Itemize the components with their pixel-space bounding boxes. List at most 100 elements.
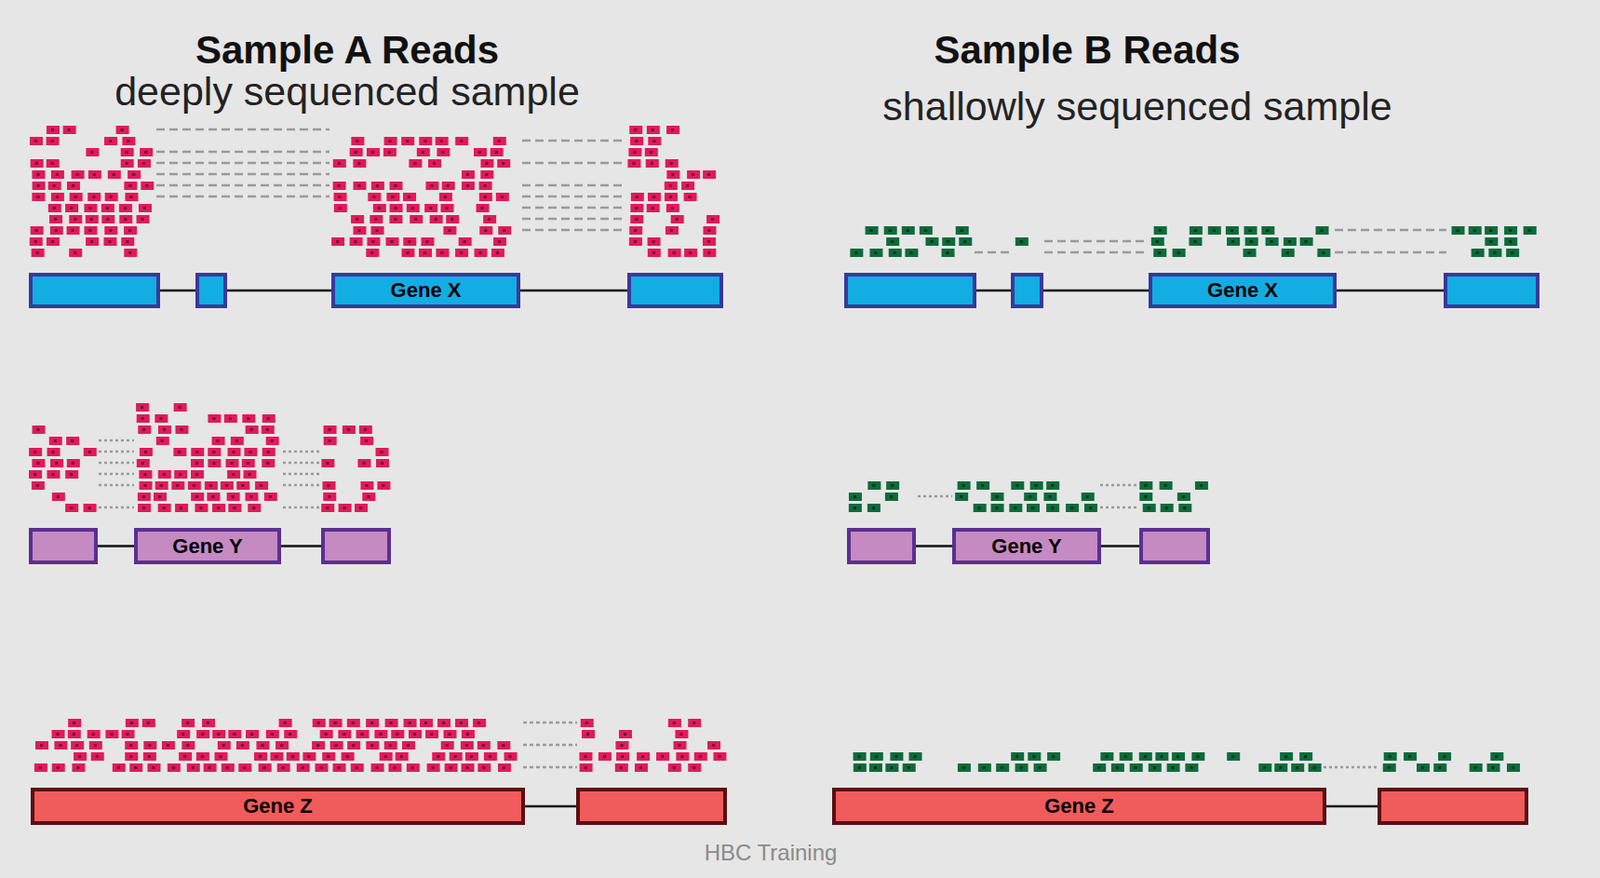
read: [1487, 763, 1501, 772]
read-mark: [914, 754, 917, 758]
read: [32, 181, 46, 190]
read: [101, 203, 115, 213]
read-mark: [316, 743, 320, 747]
read-mark: [69, 206, 73, 210]
read-mark: [142, 506, 146, 510]
read: [853, 752, 867, 761]
read-mark: [355, 766, 359, 769]
read-mark: [88, 228, 92, 232]
exon-box: [848, 529, 915, 563]
read-mark: [147, 743, 151, 747]
read: [1438, 752, 1452, 761]
read: [329, 718, 343, 727]
read-mark: [376, 184, 379, 188]
read: [645, 147, 659, 157]
read: [119, 215, 133, 224]
read: [1171, 752, 1185, 761]
read: [49, 436, 63, 445]
read: [136, 458, 150, 468]
read: [83, 203, 97, 213]
read: [666, 125, 680, 135]
read: [1208, 226, 1222, 235]
read: [1047, 752, 1061, 761]
read: [203, 763, 217, 772]
read: [1300, 237, 1314, 246]
read-mark: [1387, 766, 1391, 769]
read-mark: [73, 217, 77, 221]
read-mark: [325, 461, 329, 465]
read: [137, 159, 151, 168]
read: [121, 237, 135, 246]
read-mark: [858, 754, 861, 758]
read-mark: [1013, 506, 1017, 510]
read: [849, 248, 863, 257]
splice-junction-line: [156, 184, 330, 188]
read-mark: [1528, 228, 1532, 232]
read: [206, 492, 220, 501]
read: [105, 192, 119, 202]
read: [315, 763, 329, 772]
read: [925, 237, 939, 246]
read-mark: [584, 766, 588, 769]
read: [1316, 226, 1330, 235]
read: [49, 215, 63, 224]
read-mark: [92, 732, 95, 736]
read-mark: [392, 766, 396, 769]
read: [889, 752, 903, 761]
splice-junction-line: [98, 450, 135, 454]
read-mark: [465, 743, 469, 747]
read: [480, 159, 494, 168]
read: [174, 425, 189, 434]
read: [888, 248, 902, 257]
read-mark: [423, 251, 427, 255]
read-mark: [650, 161, 654, 165]
read-mark: [454, 754, 458, 758]
read-mark: [126, 139, 130, 143]
read-mark: [230, 461, 234, 465]
read: [442, 181, 456, 190]
read: [207, 447, 221, 457]
read-mark: [652, 240, 656, 243]
read-mark: [380, 461, 384, 465]
read-mark: [160, 484, 163, 487]
read-mark: [191, 766, 195, 769]
read-mark: [130, 721, 134, 725]
read: [1155, 752, 1169, 761]
sample-heading: Sample B Reads: [933, 27, 1240, 73]
read-mark: [248, 472, 252, 476]
read-mark: [37, 428, 41, 431]
read: [1468, 226, 1482, 235]
read: [479, 226, 493, 235]
read: [402, 740, 416, 750]
read: [656, 752, 670, 761]
read: [1469, 763, 1483, 772]
read: [1026, 503, 1040, 512]
read-mark: [1304, 754, 1307, 758]
read-mark: [1442, 754, 1446, 758]
read-mark: [199, 506, 202, 510]
read-mark: [69, 472, 73, 476]
read: [712, 752, 727, 761]
read-mark: [212, 416, 216, 420]
read-mark: [672, 251, 676, 255]
read: [124, 192, 138, 202]
read: [647, 237, 661, 246]
read: [266, 436, 280, 445]
read-mark: [125, 161, 129, 165]
read-mark: [377, 206, 381, 210]
read-mark: [270, 439, 274, 443]
read-mark: [209, 484, 213, 487]
read-mark: [260, 743, 264, 747]
read: [1195, 481, 1209, 490]
read-mark: [249, 495, 253, 498]
read-mark: [1508, 228, 1512, 232]
read: [1384, 752, 1398, 761]
splice-junction-line: [156, 161, 330, 165]
splice-junction-line: [522, 228, 626, 232]
read: [212, 503, 226, 512]
read: [376, 458, 390, 468]
read: [365, 248, 379, 257]
read-mark: [134, 766, 137, 769]
read: [1167, 763, 1181, 772]
read-mark: [1421, 766, 1425, 769]
